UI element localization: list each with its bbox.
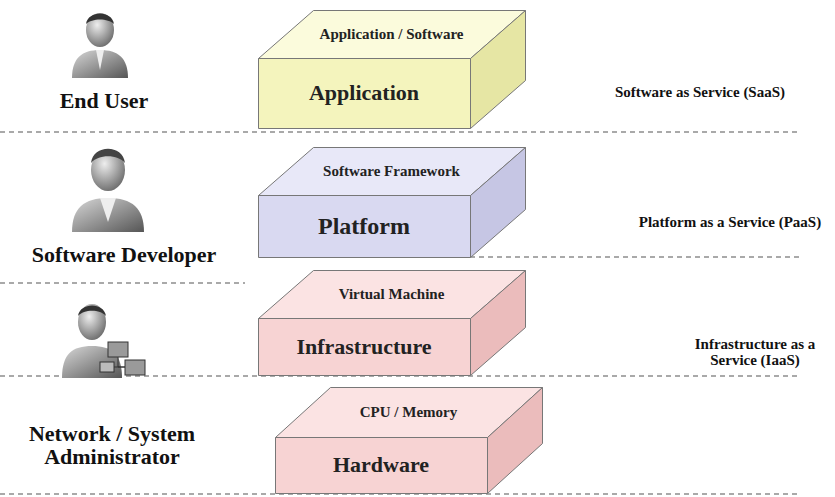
role-label: End User	[4, 89, 204, 112]
administrator-icon	[62, 304, 145, 378]
infrastructure-layer: Virtual MachineInfrastructure	[258, 270, 525, 375]
platform-layer: Software FrameworkPlatform	[258, 147, 525, 257]
slab-face	[259, 319, 471, 376]
layer-subtitle: Software Framework	[323, 163, 460, 180]
slab-face	[259, 59, 471, 129]
slab-face	[259, 196, 471, 258]
layer-title: Platform	[318, 213, 410, 239]
slab-shape	[275, 387, 544, 495]
slab-face	[471, 271, 526, 376]
layer-subtitle: CPU / Memory	[360, 404, 457, 421]
hardware-layer: CPU / MemoryHardware	[275, 387, 542, 493]
application-layer: Application / SoftwareApplication	[258, 10, 525, 128]
slab-face	[471, 148, 526, 258]
developer-icon	[72, 149, 144, 232]
end-user-icon	[72, 13, 128, 78]
layer-subtitle: Virtual Machine	[339, 286, 445, 303]
service-label: Infrastructure as a Service (IaaS)	[680, 337, 830, 369]
layer-title: Infrastructure	[296, 334, 431, 358]
divider-lines	[0, 132, 800, 494]
slab-face	[471, 11, 526, 129]
slab-face	[276, 438, 488, 494]
service-label: Software as Service (SaaS)	[600, 85, 800, 101]
layer-title: Application	[309, 81, 419, 105]
role-label: Software Developer	[4, 243, 244, 266]
service-label: Platform as a Service (PaaS)	[630, 215, 830, 231]
layer-subtitle: Application / Software	[320, 26, 464, 43]
layer-title: Hardware	[333, 453, 429, 477]
role-label: Network / System Administrator	[7, 422, 217, 468]
slab-face	[488, 388, 543, 494]
